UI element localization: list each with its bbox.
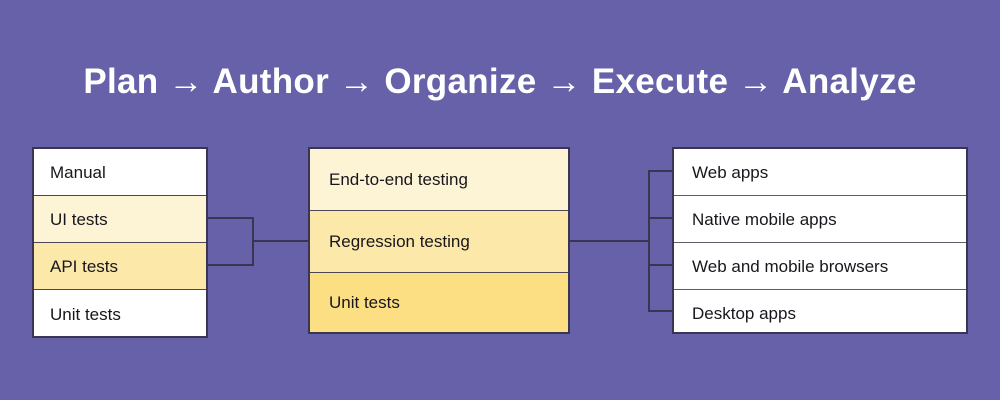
diagram-title: Plan → Author → Organize → Execute → Ana… (83, 62, 917, 101)
target-platforms-column: Web apps Native mobile apps Web and mobi… (672, 147, 968, 334)
row-label: Manual (50, 162, 106, 182)
row-label: Unit tests (329, 293, 400, 312)
connector-right-trunk (570, 240, 650, 242)
row-label: API tests (50, 256, 119, 276)
row-label: Web apps (692, 162, 769, 182)
connector-right-stub-desktop-apps (648, 310, 674, 312)
test-types-row-unit-tests[interactable]: Unit tests (34, 290, 206, 336)
connector-right-stub-native-mobile-apps (648, 217, 674, 219)
row-label: Web and mobile browsers (692, 256, 889, 276)
connector-left-stub-ui-tests (208, 217, 254, 219)
connector-right-stub-web-and-mobile-browsers (648, 264, 674, 266)
platforms-row-native-mobile-apps[interactable]: Native mobile apps (674, 196, 966, 243)
test-levels-row-end-to-end[interactable]: End-to-end testing (310, 149, 568, 211)
row-label: UI tests (50, 209, 108, 229)
connector-right-stub-web-apps (648, 170, 674, 172)
row-label: Regression testing (329, 232, 470, 251)
row-label: Desktop apps (692, 303, 796, 323)
row-label: Unit tests (50, 304, 121, 324)
test-levels-row-regression[interactable]: Regression testing (310, 211, 568, 273)
test-types-row-api-tests[interactable]: API tests (34, 243, 206, 290)
connector-left-stub-api-tests (208, 264, 254, 266)
platforms-row-web-apps[interactable]: Web apps (674, 149, 966, 196)
row-label: Native mobile apps (692, 209, 837, 229)
connector-left-trunk (252, 240, 310, 242)
platforms-row-web-and-mobile-browsers[interactable]: Web and mobile browsers (674, 243, 966, 290)
platforms-row-desktop-apps[interactable]: Desktop apps (674, 290, 966, 332)
test-levels-column: End-to-end testing Regression testing Un… (308, 147, 570, 334)
test-levels-row-unit-tests[interactable]: Unit tests (310, 273, 568, 332)
test-types-row-manual[interactable]: Manual (34, 149, 206, 196)
connector-right-spine (648, 170, 650, 312)
test-types-column: Manual UI tests API tests Unit tests (32, 147, 208, 338)
row-label: End-to-end testing (329, 170, 468, 189)
test-types-row-ui-tests[interactable]: UI tests (34, 196, 206, 243)
